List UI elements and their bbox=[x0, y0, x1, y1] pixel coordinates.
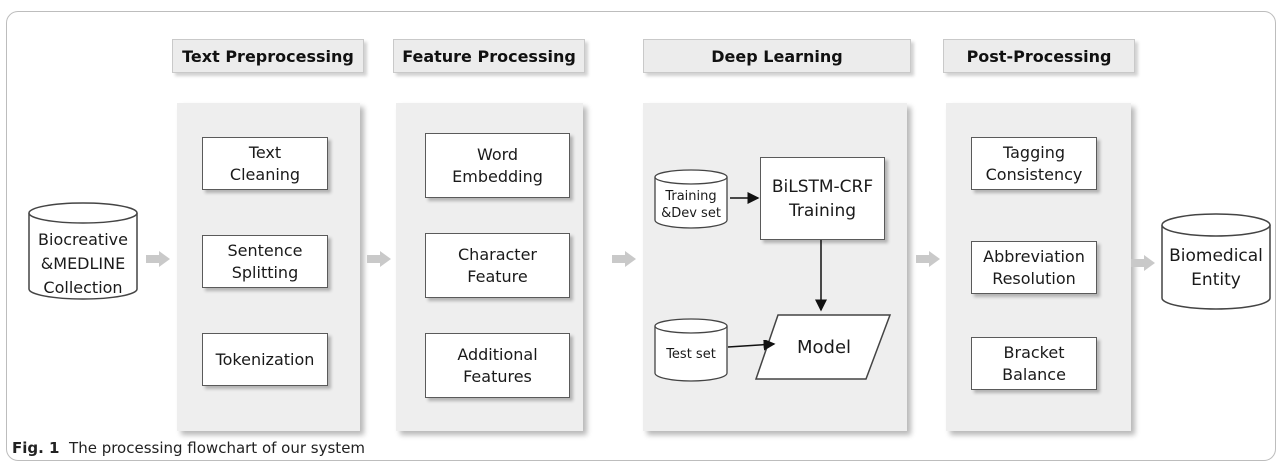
box-word-embedding: Word Embedding bbox=[425, 133, 570, 198]
header-text-preprocessing: Text Preprocessing bbox=[172, 39, 364, 73]
header-deep-learning: Deep Learning bbox=[643, 39, 911, 73]
flow-arrow-icon bbox=[146, 251, 170, 267]
output-database-icon bbox=[1161, 213, 1271, 310]
box-text-cleaning: Text Cleaning bbox=[202, 137, 328, 190]
training-dev-set-icon bbox=[654, 169, 728, 229]
input-database-icon bbox=[28, 202, 138, 300]
box-tokenization: Tokenization bbox=[202, 333, 328, 386]
box-bracket-balance: Bracket Balance bbox=[971, 337, 1097, 390]
flow-arrow-icon bbox=[612, 251, 636, 267]
box-additional-features: Additional Features bbox=[425, 333, 570, 398]
internal-arrows bbox=[730, 192, 827, 312]
model-shape bbox=[754, 314, 892, 380]
figure-frame bbox=[6, 11, 1276, 461]
caption-label: Fig. 1 bbox=[12, 439, 60, 457]
box-character-feature: Character Feature bbox=[425, 233, 570, 298]
test-set-label: Test set bbox=[666, 346, 716, 362]
box-abbreviation-resolution: Abbreviation Resolution bbox=[971, 241, 1097, 294]
flow-arrow-icon bbox=[1131, 255, 1155, 271]
header-feature-processing: Feature Processing bbox=[393, 39, 585, 73]
box-tagging-consistency: Tagging Consistency bbox=[971, 137, 1097, 190]
flow-arrow-icon bbox=[367, 251, 391, 267]
model-label: Model bbox=[796, 336, 852, 358]
box-sentence-splitting: Sentence Splitting bbox=[202, 235, 328, 288]
arrow-test-to-model bbox=[727, 340, 776, 351]
caption-text: The processing flowchart of our system bbox=[69, 439, 366, 457]
box-bilstm-crf-training: BiLSTM-CRF Training bbox=[760, 157, 885, 240]
output-database-label: Biomedical Entity bbox=[1169, 246, 1263, 290]
training-dev-set-label: Training &Dev set bbox=[661, 189, 721, 221]
input-database-label: Biocreative &MEDLINE Collection bbox=[38, 230, 128, 297]
flow-arrow-icon bbox=[916, 251, 940, 267]
header-post-processing: Post-Processing bbox=[943, 39, 1135, 73]
test-set-icon bbox=[654, 318, 728, 382]
figure-caption: Fig. 1 The processing flowchart of our s… bbox=[12, 439, 365, 457]
